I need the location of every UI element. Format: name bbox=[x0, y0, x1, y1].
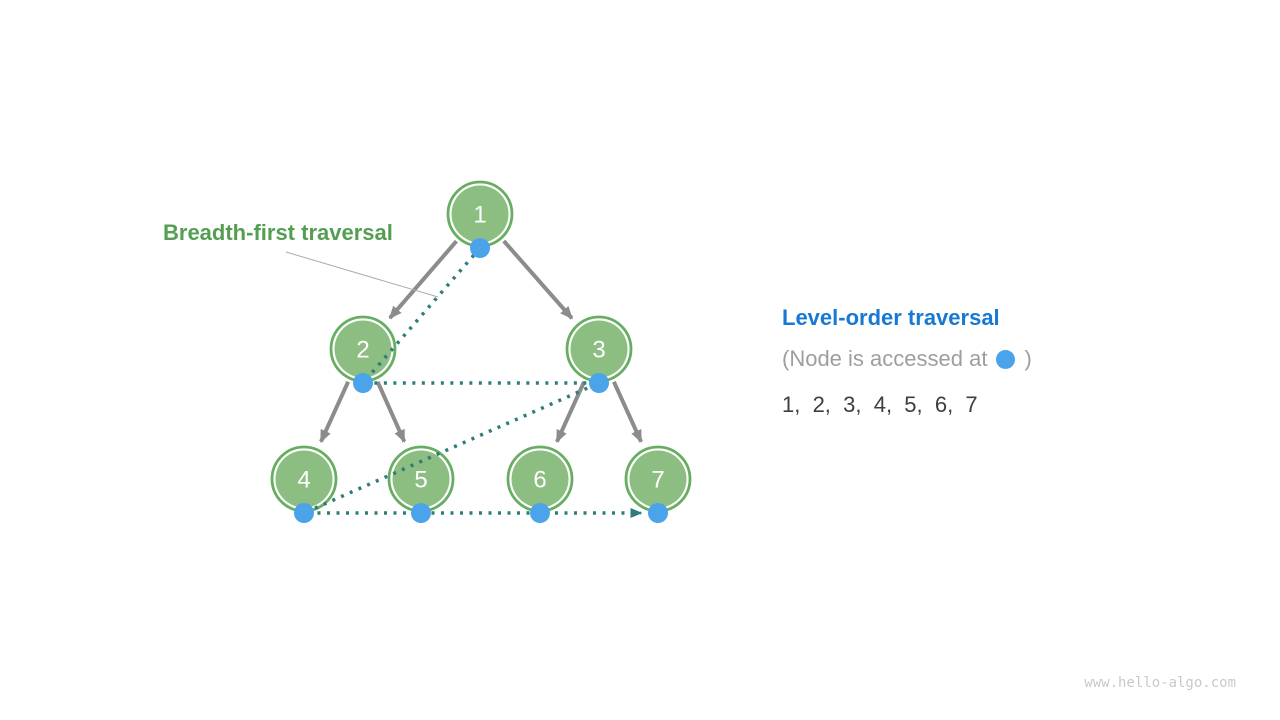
node-value: 4 bbox=[297, 467, 310, 494]
tree-node: 1 bbox=[446, 180, 514, 248]
node-circle bbox=[275, 450, 333, 508]
tree-edge bbox=[388, 239, 458, 320]
node-value: 6 bbox=[533, 467, 546, 494]
node-access-dot bbox=[353, 373, 373, 393]
node-circle bbox=[334, 320, 392, 378]
node-access-dot bbox=[530, 503, 550, 523]
legend-note: (Node is accessed at ) bbox=[782, 346, 1032, 372]
tree-edge bbox=[612, 380, 643, 444]
tree-edge bbox=[555, 380, 586, 444]
node-value: 7 bbox=[651, 467, 664, 494]
node-value: 1 bbox=[473, 202, 486, 229]
node-access-dot bbox=[294, 503, 314, 523]
legend-panel: Level-order traversal (Node is accessed … bbox=[782, 305, 1032, 418]
tree-node: 3 bbox=[565, 315, 633, 383]
breadth-first-label: Breadth-first traversal bbox=[163, 220, 393, 245]
node-value: 5 bbox=[414, 467, 427, 494]
tree-edge bbox=[502, 239, 574, 320]
tree-edge bbox=[375, 381, 407, 443]
tree-node: 4 bbox=[270, 445, 338, 513]
node-circle bbox=[392, 450, 450, 508]
node-value: 3 bbox=[592, 337, 605, 364]
node-circle bbox=[511, 450, 569, 508]
access-dot-icon bbox=[996, 349, 1016, 369]
label-leader-line bbox=[285, 251, 439, 298]
tree-node: 2 bbox=[329, 315, 397, 383]
node-access-dot bbox=[411, 503, 431, 523]
watermark: www.hello-algo.com bbox=[1084, 675, 1236, 691]
tree-node: 5 bbox=[387, 445, 455, 513]
legend-note-suffix: ) bbox=[1024, 346, 1032, 371]
node-circle bbox=[629, 450, 687, 508]
node-circle bbox=[570, 320, 628, 378]
legend-note-prefix: (Node is accessed at bbox=[782, 346, 988, 371]
legend-title: Level-order traversal bbox=[782, 305, 1000, 330]
node-access-dot bbox=[589, 373, 609, 393]
node-value: 2 bbox=[356, 337, 369, 364]
node-access-dot bbox=[648, 503, 668, 523]
node-circle bbox=[451, 185, 509, 243]
tree-node: 7 bbox=[624, 445, 692, 513]
tree-edge bbox=[319, 380, 350, 444]
tree-node: 6 bbox=[506, 445, 574, 513]
node-access-dot bbox=[470, 238, 490, 258]
traversal-sequence: 1, 2, 3, 4, 5, 6, 7 bbox=[782, 392, 978, 417]
